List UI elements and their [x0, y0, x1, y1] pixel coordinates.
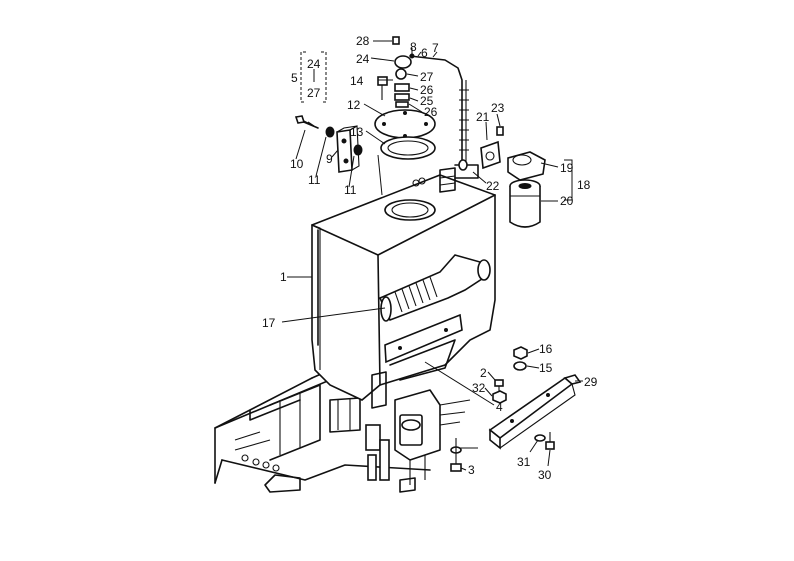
callout-30: 30 — [538, 468, 552, 482]
callout-11-right: 11 — [344, 183, 357, 197]
bolt-30 — [545, 432, 555, 450]
callout-11-left: 11 — [308, 173, 321, 187]
nut-16 — [513, 346, 528, 360]
callout-3: 3 — [468, 463, 475, 477]
callout-26-upper: 26 — [420, 83, 434, 97]
callout-5: 5 — [291, 71, 298, 85]
lower-bolts — [450, 438, 478, 472]
callout-18: 18 — [577, 178, 591, 192]
washer-15 — [513, 361, 527, 371]
callout-4: 4 — [496, 400, 503, 414]
callout-21: 21 — [476, 110, 490, 124]
callout-5-top: 24 — [307, 57, 321, 71]
callout-20: 20 — [560, 194, 574, 208]
machine-frame — [214, 369, 431, 493]
callout-27: 27 — [420, 70, 434, 84]
group-5-bracket — [300, 51, 327, 103]
return-filter-assembly — [458, 126, 546, 228]
callout-15: 15 — [539, 361, 553, 375]
callout-29: 29 — [584, 375, 598, 389]
cover-centerline — [377, 154, 383, 196]
callout-19: 19 — [560, 161, 574, 175]
callout-8: 8 — [410, 40, 417, 54]
callout-28: 28 — [356, 34, 370, 48]
callout-13: 13 — [350, 125, 364, 139]
callout-10: 10 — [290, 157, 304, 171]
cover-gasket — [380, 136, 436, 160]
callout-5-bottom: 27 — [307, 86, 321, 100]
callout-16: 16 — [539, 342, 553, 356]
callout-32: 32 — [472, 381, 486, 395]
suction-strainer — [378, 254, 491, 322]
callout-7: 7 — [432, 41, 439, 55]
callout-22: 22 — [486, 179, 500, 193]
washer-31 — [534, 434, 546, 442]
nut-32 — [492, 390, 507, 404]
callout-25: 25 — [420, 94, 434, 108]
callout-9: 9 — [326, 152, 333, 166]
callout-26-lower: 26 — [424, 105, 438, 119]
callout-12: 12 — [347, 98, 361, 112]
callout-2: 2 — [480, 366, 487, 380]
callout-17: 17 — [262, 316, 276, 330]
callout-14: 14 — [350, 74, 364, 88]
callout-labels: 28 8 6 7 24 27 14 26 25 12 26 13 21 23 1… — [262, 34, 598, 482]
callout-31: 31 — [517, 455, 531, 469]
mounting-bracket — [294, 115, 363, 173]
leader-lines — [281, 40, 583, 471]
lower-fittings — [365, 389, 471, 493]
callout-6: 6 — [421, 46, 428, 60]
callout-1: 1 — [280, 270, 287, 284]
callout-24: 24 — [356, 52, 370, 66]
support-angle — [488, 374, 582, 450]
callout-23: 23 — [491, 101, 505, 115]
breather-assembly — [377, 36, 412, 108]
